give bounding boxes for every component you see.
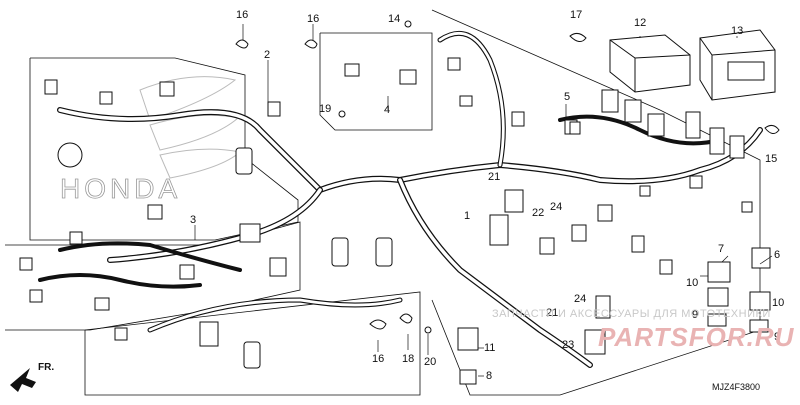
ecu-unit-13 bbox=[699, 29, 776, 101]
relay-blocks bbox=[457, 247, 771, 385]
clamps-bolts bbox=[235, 20, 780, 334]
part-label-14: 14 bbox=[388, 13, 401, 25]
part-label-7: 7 bbox=[718, 243, 725, 255]
part-label-24: 24 bbox=[550, 201, 563, 213]
part-label-23: 23 bbox=[562, 339, 575, 351]
part-label-3: 3 bbox=[190, 214, 197, 226]
part-label-17: 17 bbox=[570, 9, 583, 21]
ecu-unit-12 bbox=[609, 34, 691, 93]
part-label-21: 21 bbox=[488, 171, 501, 183]
part-label-10: 10 bbox=[686, 277, 699, 289]
part-label-4: 4 bbox=[384, 104, 391, 116]
part-label-2: 2 bbox=[264, 49, 271, 61]
part-label-12: 12 bbox=[634, 17, 647, 29]
part-label-16: 16 bbox=[307, 13, 320, 25]
part-label-24: 24 bbox=[574, 293, 587, 305]
part-label-8: 8 bbox=[486, 370, 493, 382]
part-label-22: 22 bbox=[532, 207, 545, 219]
part-label-15: 15 bbox=[765, 153, 778, 165]
condenser-cylinders bbox=[57, 142, 393, 369]
part-label-16: 16 bbox=[236, 9, 249, 21]
honda-brand-text: HONDA bbox=[60, 173, 181, 204]
part-label-19: 19 bbox=[319, 103, 332, 115]
watermark-logo: PARTSFOR.RU bbox=[598, 322, 795, 352]
part-label-16: 16 bbox=[372, 353, 385, 365]
part-label-13: 13 bbox=[731, 25, 744, 37]
part-label-6: 6 bbox=[774, 249, 781, 261]
part-label-11: 11 bbox=[484, 342, 496, 354]
part-label-18: 18 bbox=[402, 353, 415, 365]
leader-lines bbox=[194, 24, 773, 377]
part-label-9: 9 bbox=[692, 309, 699, 321]
group-frame-bottom bbox=[84, 291, 421, 396]
part-label-1: 1 bbox=[464, 210, 471, 222]
front-arrow-icon bbox=[10, 368, 36, 392]
part-label-10: 10 bbox=[772, 297, 785, 309]
part-label-20: 20 bbox=[424, 356, 437, 368]
diagram-code: MJZ4F3800 bbox=[712, 382, 761, 392]
part-label-9: 9 bbox=[774, 331, 781, 343]
watermark-text: ЗАПЧАСТИ И АКСЕССУАРЫ ДЛЯ МОТОТЕХНИКИ bbox=[492, 308, 771, 320]
honda-wing-emblem bbox=[139, 76, 242, 179]
part-label-5: 5 bbox=[564, 91, 571, 103]
group-frame-top-center bbox=[319, 32, 433, 131]
group-frame-upper-left bbox=[29, 57, 299, 241]
front-marker: FR. bbox=[38, 362, 55, 373]
part-label-21: 21 bbox=[546, 307, 559, 319]
connectors bbox=[19, 57, 753, 355]
